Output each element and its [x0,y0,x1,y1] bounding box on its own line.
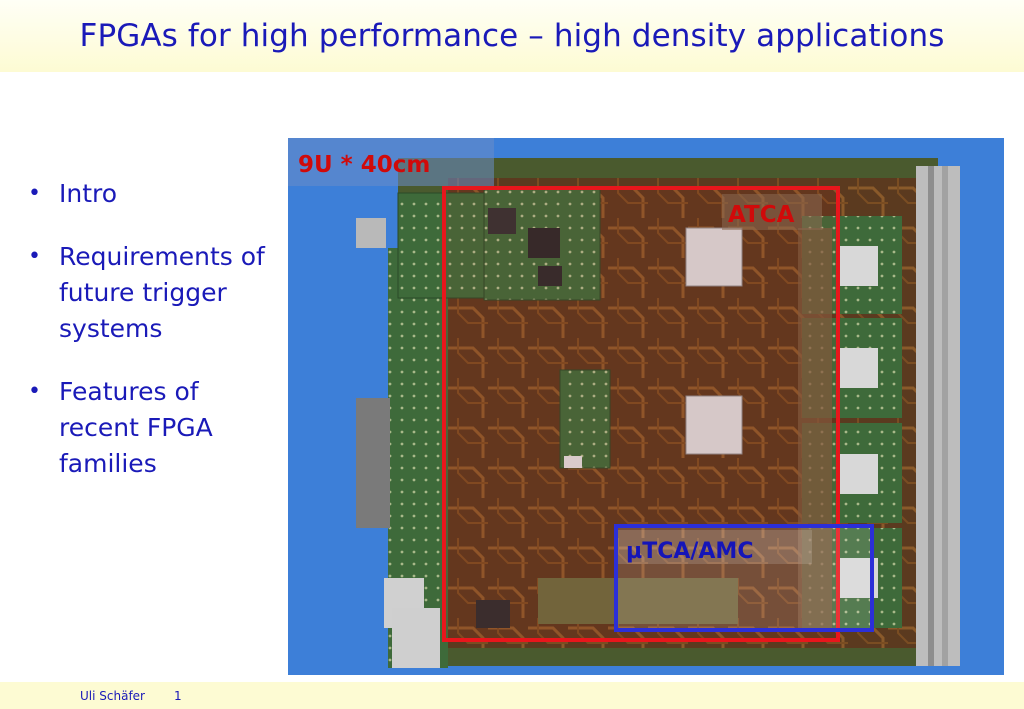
label-utca-amc: µTCA/AMC [626,539,753,564]
bullet-text: Intro [59,179,118,208]
footer: Uli Schäfer 1 [0,682,1024,709]
bullet-item-intro: • Intro [26,176,288,212]
page-number: 1 [174,689,182,703]
bullet-dot: • [28,181,41,206]
bullet-item-requirements: • Requirements of future trigger systems [26,239,288,347]
right-modules [798,216,902,628]
bullet-dot: • [28,379,41,404]
board-illustration: 9U * 40cm ATCA µTCA/AMC [288,138,960,668]
bullet-item-features: • Features of recent FPGA families [26,374,254,482]
slide-title: FPGAs for high performance – high densit… [79,18,945,54]
bullet-dot: • [28,244,41,269]
title-bar: FPGAs for high performance – high densit… [0,0,1024,72]
atca-outline [442,186,840,642]
bullet-list: • Intro • Requirements of future trigger… [26,176,288,509]
bullet-text: Features of recent FPGA families [59,377,213,478]
bullet-text: Requirements of future trigger systems [59,242,265,343]
label-atca: ATCA [728,202,795,228]
footer-author: Uli Schäfer [80,689,145,703]
label-board-size: 9U * 40cm [298,152,430,178]
utca-outline [614,524,874,632]
board-photo: 9U * 40cm ATCA µTCA/AMC [288,138,1004,675]
